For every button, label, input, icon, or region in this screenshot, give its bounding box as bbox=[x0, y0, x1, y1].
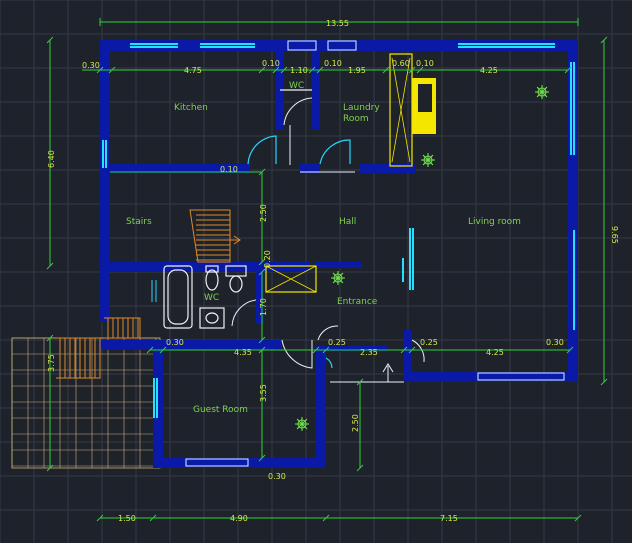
dim-bottom-1: 4.90 bbox=[230, 514, 248, 523]
dim-mid-6: 0.30 bbox=[546, 338, 564, 347]
dim-top-8: 4.25 bbox=[480, 66, 498, 75]
dim-entry-250: 2.50 bbox=[351, 414, 360, 432]
dim-guest-height: 3.55 bbox=[259, 384, 268, 402]
dim-top-1: 4.75 bbox=[184, 66, 202, 75]
room-label-laundry-2: Room bbox=[343, 114, 369, 124]
dim-mid-1: 4.35 bbox=[234, 348, 252, 357]
dim-top-4: 0.10 bbox=[324, 59, 342, 68]
doors bbox=[231, 97, 425, 383]
stairs-flight bbox=[56, 209, 241, 379]
dim-top-total: 13.55 bbox=[326, 19, 349, 28]
room-label-hall: Hall bbox=[339, 217, 356, 227]
dim-stairs-height: 2.50 bbox=[259, 204, 268, 222]
dim-inner-170: 1.70 bbox=[259, 298, 268, 316]
dim-right-height: 9.65 bbox=[610, 226, 619, 244]
plants bbox=[295, 85, 549, 431]
dim-left-height: 6.40 bbox=[47, 150, 56, 168]
dim-top-2: 0.10 bbox=[262, 59, 280, 68]
room-label-kitchen: Kitchen bbox=[174, 103, 208, 113]
dim-mid-0: 0.30 bbox=[166, 338, 184, 347]
room-label-laundry-1: Laundry bbox=[343, 103, 380, 113]
room-label-entrance: Entrance bbox=[337, 297, 378, 307]
dim-top-6: 0.60 bbox=[392, 59, 410, 68]
dim-mid-3: 2.35 bbox=[360, 348, 378, 357]
dim-top-0: 0.30 bbox=[82, 61, 100, 70]
dim-left-375: 3.75 bbox=[47, 354, 56, 372]
dim-inner-010: 0.10 bbox=[220, 165, 238, 174]
dimension-lines bbox=[46, 18, 608, 522]
dim-mid-5: 4.25 bbox=[486, 348, 504, 357]
dim-top-7: 0.10 bbox=[416, 59, 434, 68]
dim-mid-4: 0.25 bbox=[420, 338, 438, 347]
room-label-wc-bottom: WC bbox=[204, 293, 219, 303]
laundry-fixtures bbox=[389, 53, 436, 167]
dim-top-3: 1.10 bbox=[290, 66, 308, 75]
windows bbox=[102, 40, 575, 467]
dim-mid-2: 0.25 bbox=[328, 338, 346, 347]
wc-bottom-fixtures bbox=[151, 265, 247, 329]
room-label-stairs: Stairs bbox=[126, 217, 152, 227]
dim-bottom-2: 7.15 bbox=[440, 514, 458, 523]
dim-top-5: 1.95 bbox=[348, 66, 366, 75]
dimension-labels: 13.55 0.30 4.75 0.10 1.10 0.10 1.95 0.60… bbox=[47, 19, 619, 523]
room-labels: Kitchen WC Laundry Room Stairs Hall Livi… bbox=[126, 81, 521, 415]
hall-cabinet bbox=[265, 265, 317, 293]
room-label-wc-top: WC bbox=[289, 81, 304, 91]
walls bbox=[100, 40, 578, 468]
dim-bottom-030: 0.30 bbox=[268, 472, 286, 481]
room-label-living: Living room bbox=[468, 217, 521, 227]
dim-bottom-0: 1.50 bbox=[118, 514, 136, 523]
room-label-guest: Guest Room bbox=[193, 405, 248, 415]
dim-inner-020: 0.20 bbox=[263, 250, 272, 268]
